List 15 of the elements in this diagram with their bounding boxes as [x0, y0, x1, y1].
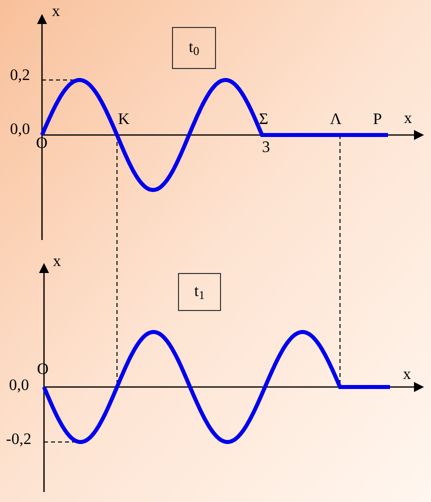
- axis-label: 0,2: [10, 68, 30, 84]
- axis-label: x: [52, 4, 60, 20]
- axis-label: Λ: [330, 112, 342, 128]
- axis-label: x: [404, 111, 412, 127]
- time-label-box: t$_{1}$: [178, 273, 221, 311]
- axis-label: 0,0: [10, 122, 30, 138]
- axis-label: x: [53, 254, 61, 270]
- axis-label: K: [118, 112, 130, 128]
- axis-label: P: [373, 112, 382, 128]
- axis-label: 3: [262, 140, 270, 156]
- axis-label: -0,2: [6, 432, 32, 448]
- axis-label: Σ: [259, 112, 268, 128]
- axis-label: x: [403, 367, 411, 383]
- time-label-box: t$_{0}$: [172, 27, 216, 69]
- axis-label: 0,0: [9, 378, 29, 394]
